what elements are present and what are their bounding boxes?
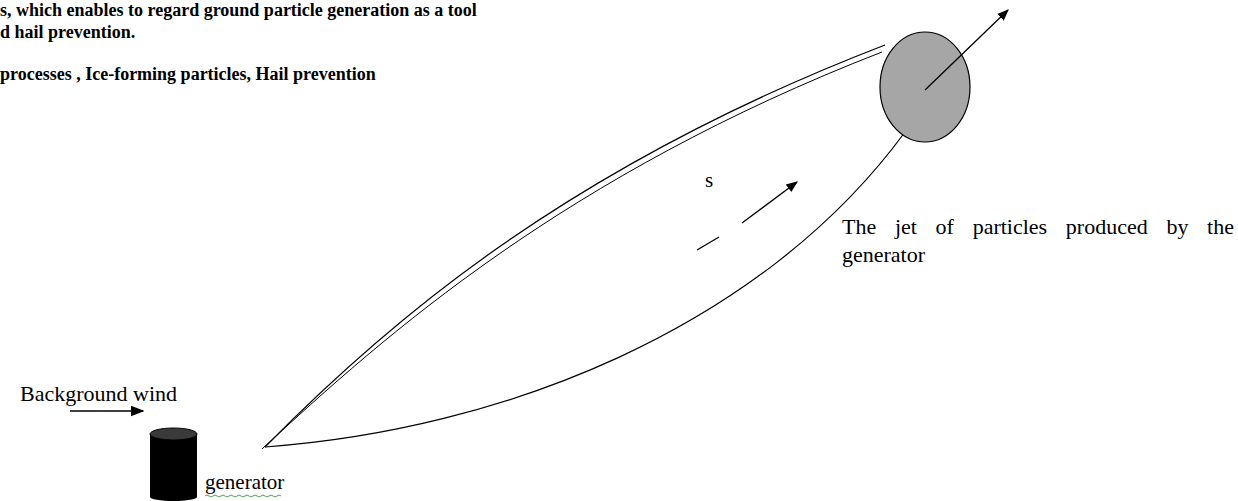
- plume-upper-edge: [265, 45, 885, 447]
- s-direction-arrow: [742, 182, 797, 223]
- abstract-fragment: s, which enables to regard ground partic…: [0, 0, 477, 22]
- wind-label: Background wind: [20, 381, 177, 407]
- cloud-motion-arrow: [925, 10, 1008, 90]
- abstract-fragment: d hail prevention.: [0, 22, 135, 44]
- jet-caption: The jet of particles produced by the gen…: [842, 213, 1234, 268]
- particle-cloud: [880, 32, 970, 142]
- generator-base: [150, 493, 197, 501]
- plume-lower-edge: [265, 132, 905, 447]
- spellcheck-underline: [205, 495, 281, 497]
- generator-label: generator: [205, 470, 284, 495]
- plume-upper-edge-inner: [262, 52, 882, 449]
- wind-arrow: [70, 410, 143, 412]
- generator-top: [150, 428, 197, 440]
- keywords-fragment: processes , Ice-forming particles, Hail …: [0, 64, 376, 86]
- path-coordinate: s: [703, 168, 715, 193]
- generator-body: [150, 434, 197, 497]
- dash-segment: [697, 237, 719, 250]
